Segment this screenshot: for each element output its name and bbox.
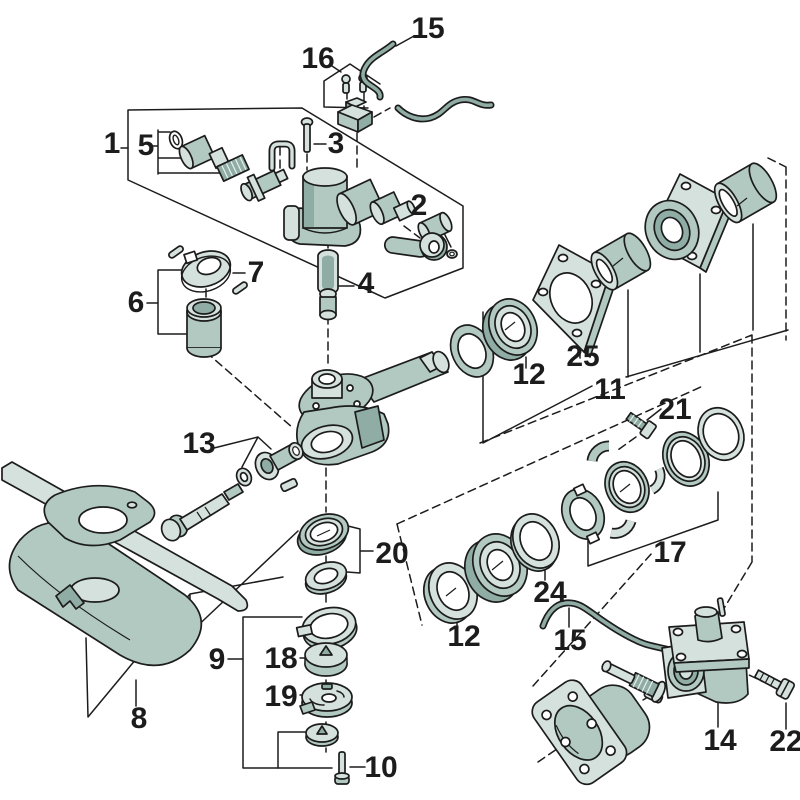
group-13-bolt-set [160, 441, 304, 542]
callout-18: 18 [264, 642, 297, 675]
part-4-sleeve [317, 249, 339, 321]
callout-4: 4 [358, 267, 375, 300]
part-16-switch-block [337, 73, 373, 133]
part-2-lever [383, 232, 458, 261]
leader-lines [85, 35, 789, 769]
callout-14: 14 [703, 724, 737, 757]
callout-7: 7 [248, 256, 265, 289]
callout-9: 9 [209, 643, 226, 676]
washer [305, 723, 339, 747]
part-15-cable-top [359, 40, 495, 123]
main-body-casting [295, 350, 450, 466]
group-12-rings-top [449, 298, 539, 378]
u-clip [268, 140, 296, 172]
callout-17: 17 [653, 536, 686, 569]
bushing-far-right [713, 162, 778, 224]
bushing-mid [590, 232, 652, 291]
callout-21: 21 [658, 393, 691, 426]
callout-12-bottom: 12 [447, 620, 480, 653]
callout-5: 5 [138, 129, 155, 162]
group-17-bearing-set [560, 406, 745, 545]
group-5-seal-kit [168, 130, 289, 202]
callout-11: 11 [594, 373, 626, 406]
group-24-and-12-rings [422, 513, 561, 624]
callout-24: 24 [533, 576, 567, 609]
part-7-cam-half [168, 245, 248, 295]
callout-15-bottom: 15 [553, 624, 586, 657]
callout-16: 16 [301, 42, 334, 75]
part-22-bolt [753, 669, 796, 700]
callout-12-top: 12 [512, 358, 545, 391]
part-21-bolt [625, 411, 657, 440]
part-14-gearbox [601, 597, 750, 704]
group-9-clamp-set [295, 606, 358, 785]
part-3-pin [300, 117, 314, 153]
part-10-screw [334, 751, 350, 785]
callout-8: 8 [131, 702, 148, 735]
callout-2: 2 [411, 189, 428, 222]
callout-6: 6 [128, 286, 145, 319]
part-15-cable-bottom [539, 599, 674, 654]
part-6-cup-bushing [186, 298, 222, 358]
clamp-band [295, 606, 358, 651]
part-19-disc [299, 682, 353, 718]
spring [216, 153, 250, 183]
valve-assembly [283, 167, 453, 247]
callout-10: 10 [364, 751, 397, 784]
callout-22: 22 [769, 725, 800, 758]
part-18-disc [304, 642, 348, 677]
part-25-flange-plate [532, 244, 618, 358]
callout-25: 25 [566, 340, 599, 373]
callout-labels: 1 2 3 4 5 6 7 8 9 10 11 12 12 13 14 15 1… [104, 12, 800, 784]
callout-3: 3 [328, 127, 345, 160]
callout-1: 1 [104, 127, 121, 160]
part-8-support-bracket [1, 461, 249, 667]
callout-13: 13 [182, 427, 215, 460]
callout-19: 19 [264, 680, 297, 713]
callout-20: 20 [375, 537, 408, 570]
callout-15-top: 15 [411, 12, 444, 45]
group-20-seals [296, 513, 350, 595]
flange-tube [531, 679, 664, 786]
